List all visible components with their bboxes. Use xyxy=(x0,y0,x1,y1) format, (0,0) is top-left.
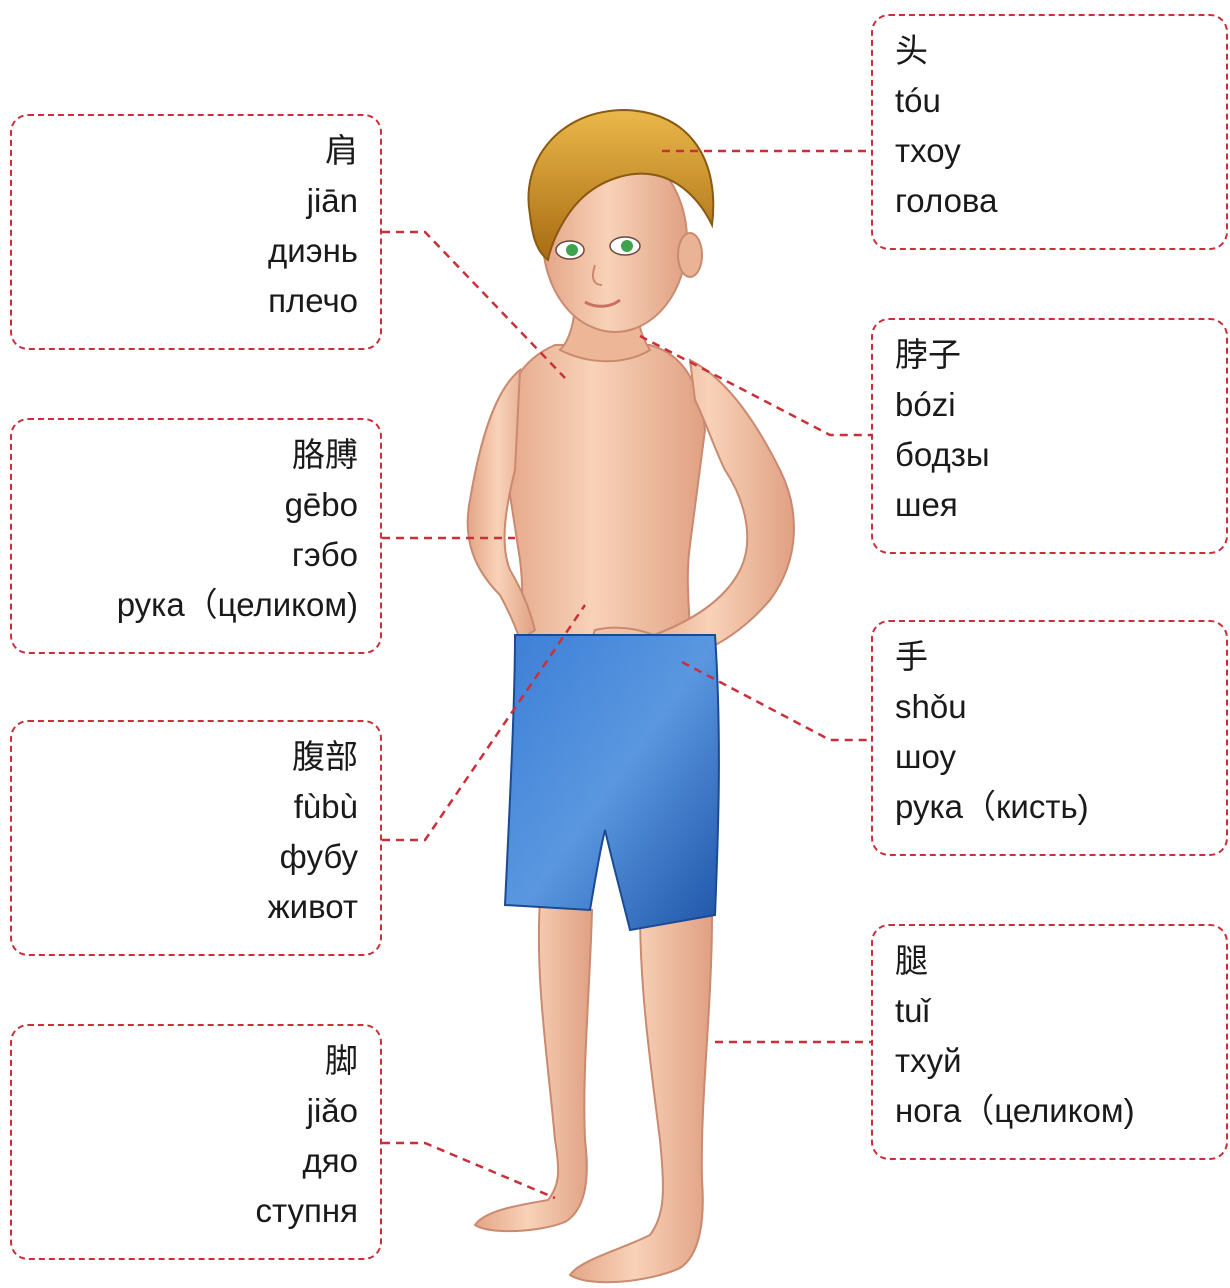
label-head-meaning: голова xyxy=(895,176,1204,226)
label-head-hanzi: 头 xyxy=(895,26,1204,76)
label-foot: 脚 jiǎo дяо ступня xyxy=(10,1024,382,1260)
label-hand-meaning: рука（кисть) xyxy=(895,782,1204,832)
label-leg-hanzi: 腿 xyxy=(895,936,1204,986)
label-belly-pinyin: fùbù xyxy=(34,782,358,832)
shorts xyxy=(505,635,719,930)
label-neck-pinyin: bózi xyxy=(895,380,1204,430)
legs xyxy=(475,900,712,1282)
label-arm-hanzi: 胳膊 xyxy=(34,430,358,480)
label-hand-cyrillic: шоу xyxy=(895,732,1204,782)
label-shoulder-cyrillic: диэнь xyxy=(34,226,358,276)
label-arm-cyrillic: гэбо xyxy=(34,530,358,580)
label-foot-meaning: ступня xyxy=(34,1186,358,1236)
label-leg-cyrillic: тхуй xyxy=(895,1036,1204,1086)
label-shoulder-hanzi: 肩 xyxy=(34,126,358,176)
label-leg-pinyin: tuǐ xyxy=(895,986,1204,1036)
label-hand: 手 shǒu шоу рука（кисть) xyxy=(871,620,1228,856)
torso xyxy=(500,345,705,640)
label-leg: 腿 tuǐ тхуй нога（целиком) xyxy=(871,924,1228,1160)
label-neck-meaning: шея xyxy=(895,480,1204,530)
label-arm-meaning: рука（целиком) xyxy=(34,580,358,630)
label-foot-pinyin: jiǎo xyxy=(34,1086,358,1136)
label-foot-hanzi: 脚 xyxy=(34,1036,358,1086)
label-shoulder: 肩 jiān диэнь плечо xyxy=(10,114,382,350)
label-arm: 胳膊 gēbo гэбо рука（целиком) xyxy=(10,418,382,654)
label-belly-meaning: живот xyxy=(34,882,358,932)
label-head: 头 tóu тхоу голова xyxy=(871,14,1228,250)
label-shoulder-meaning: плечо xyxy=(34,276,358,326)
label-neck-cyrillic: бодзы xyxy=(895,430,1204,480)
label-head-pinyin: tóu xyxy=(895,76,1204,126)
label-neck: 脖子 bózi бодзы шея xyxy=(871,318,1228,554)
label-hand-pinyin: shǒu xyxy=(895,682,1204,732)
label-arm-pinyin: gēbo xyxy=(34,480,358,530)
label-leg-meaning: нога（целиком) xyxy=(895,1086,1204,1136)
label-neck-hanzi: 脖子 xyxy=(895,330,1204,380)
label-belly: 腹部 fùbù фубу живот xyxy=(10,720,382,956)
label-head-cyrillic: тхоу xyxy=(895,126,1204,176)
label-shoulder-pinyin: jiān xyxy=(34,176,358,226)
head xyxy=(528,110,713,332)
label-hand-hanzi: 手 xyxy=(895,632,1204,682)
label-belly-cyrillic: фубу xyxy=(34,832,358,882)
label-belly-hanzi: 腹部 xyxy=(34,732,358,782)
label-foot-cyrillic: дяо xyxy=(34,1136,358,1186)
